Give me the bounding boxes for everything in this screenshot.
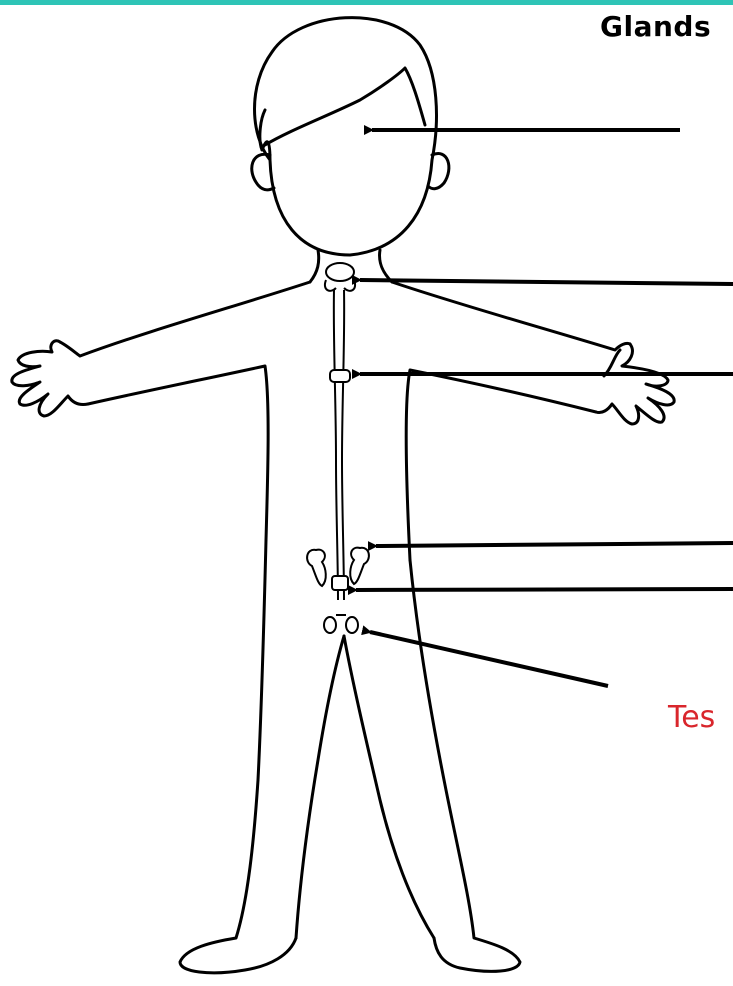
left-testis xyxy=(324,617,336,633)
thymus-gland xyxy=(330,370,350,382)
left-leg-inner xyxy=(296,636,344,938)
thyroid-gland xyxy=(326,263,354,281)
left-arm-upper xyxy=(60,282,310,356)
right-leg-outer xyxy=(410,560,520,971)
right-testis xyxy=(346,617,358,633)
right-arm-lower xyxy=(406,370,596,560)
left-adrenal xyxy=(307,550,326,586)
pancreas-gland xyxy=(332,576,348,590)
thyroid-arrow xyxy=(360,280,733,284)
pancreas-arrow xyxy=(356,589,733,590)
neck-left xyxy=(310,250,319,282)
hair-outline xyxy=(260,68,425,160)
testes-arrow xyxy=(370,632,608,686)
neck-right xyxy=(380,250,393,282)
spine-left xyxy=(334,290,338,600)
right-adrenal xyxy=(350,548,369,584)
spine-right xyxy=(342,290,344,600)
right-hand xyxy=(596,344,674,424)
left-arm-lower xyxy=(88,366,268,540)
adrenal-arrow xyxy=(376,543,733,546)
right-leg-inner xyxy=(344,636,434,938)
right-arm-upper xyxy=(392,282,630,350)
gland-chain xyxy=(307,263,369,633)
testes-label: Tes xyxy=(668,700,715,735)
arrows xyxy=(356,130,733,686)
left-leg-outer xyxy=(180,540,296,973)
